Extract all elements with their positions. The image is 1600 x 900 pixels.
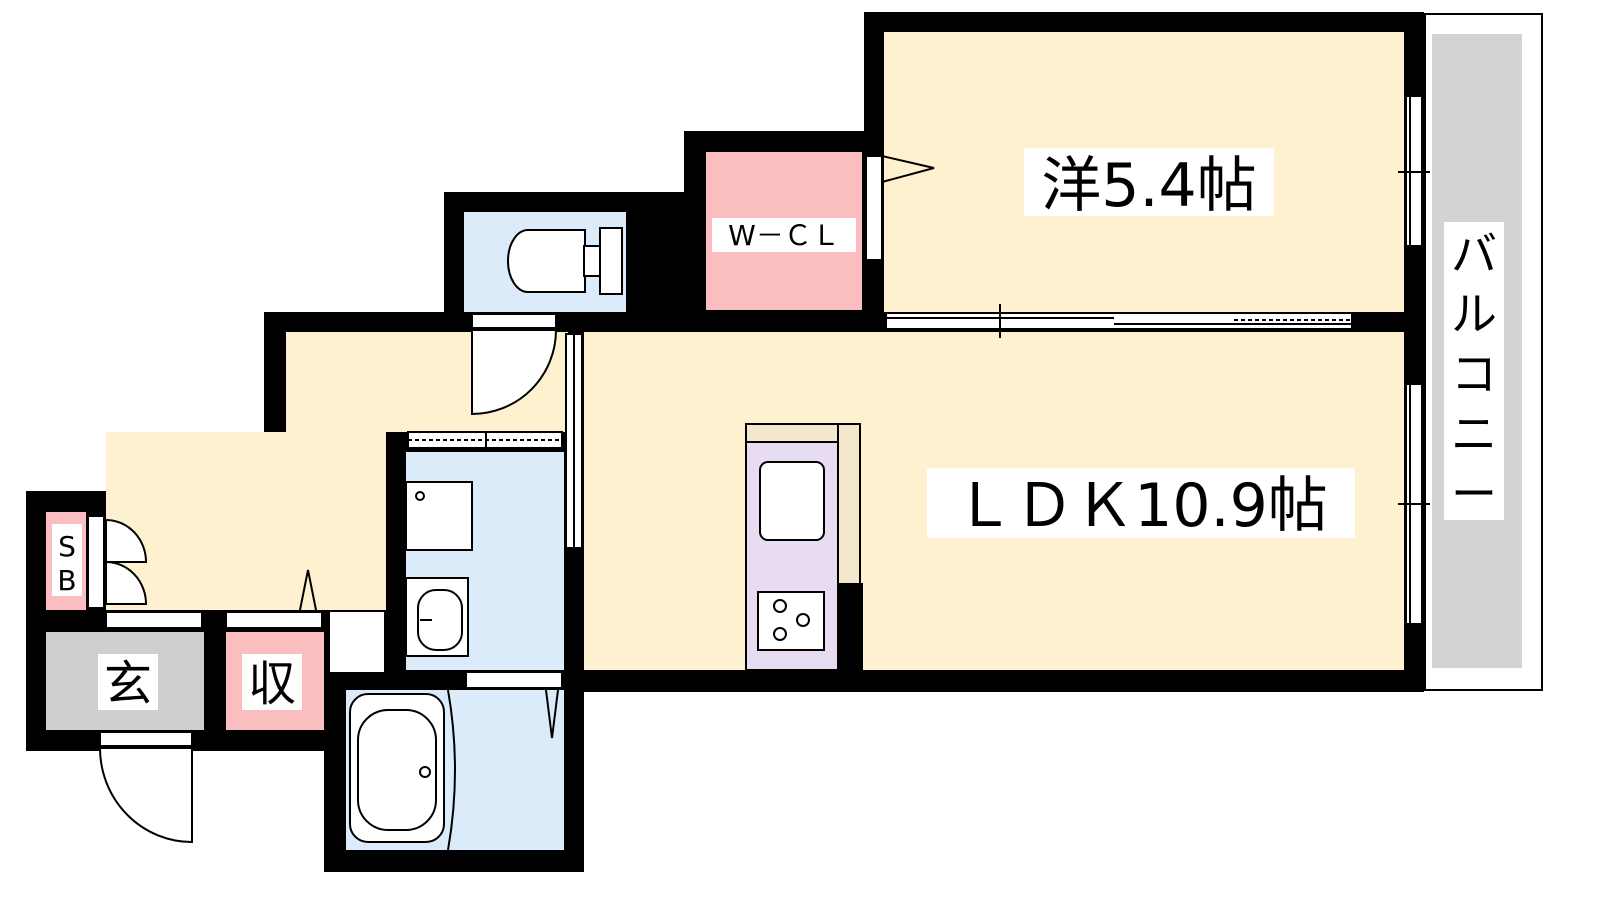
balcony-label-char-1: バ [1451, 227, 1497, 281]
room-labels: 洋5.4帖 ＬＤＫ10.9帖 W－ＣＬ 玄 収 S B [52, 148, 1355, 712]
bathroom-door [465, 671, 563, 689]
shoe-box-door-top [105, 518, 148, 563]
balcony: バ ル コ ニ ー [1424, 13, 1543, 691]
shoe-box-label-top: S [58, 530, 76, 563]
balcony-label-char-4: ニ [1451, 407, 1497, 461]
western-label-bg [1024, 148, 1274, 216]
shoe-box-frame [87, 515, 105, 609]
entrance-label: 玄 [104, 656, 152, 712]
storage-door [225, 611, 323, 629]
storage-label-bg [242, 654, 302, 710]
walk-in-closet-label: W－ＣＬ [728, 219, 840, 252]
shoe-box-label-bottom: B [57, 564, 76, 597]
ldk-label-bg [927, 468, 1355, 538]
toilet-fixture [507, 227, 623, 295]
washer-pan [405, 481, 473, 551]
balcony-label-bg [1444, 222, 1504, 520]
closet-door [865, 155, 883, 261]
bathroom-door-swing [545, 689, 559, 739]
storage-label: 収 [248, 656, 296, 712]
storage-door-swing [299, 569, 317, 611]
balcony-label-char-3: コ [1451, 347, 1497, 401]
door-swings [87, 313, 558, 844]
wash-basin [405, 577, 469, 657]
western-room-label: 洋5.4帖 [1041, 151, 1256, 221]
sliding-door-western-ldk [885, 312, 1353, 330]
entrance-door [99, 731, 193, 747]
shoe-box-label-bg [52, 524, 82, 596]
kitchen-stove [757, 591, 825, 651]
openings [99, 95, 1430, 747]
closet-door-swing [881, 155, 935, 183]
shoe-box-door-bottom [105, 560, 148, 605]
toilet-door-swing [471, 329, 558, 416]
bathtub [349, 689, 456, 851]
hall-floor-mid [286, 332, 384, 610]
toilet-door-frame [471, 313, 557, 329]
balcony-label-char-5: ー [1451, 467, 1497, 521]
ldk-label: ＬＤＫ10.9帖 [954, 471, 1328, 541]
entrance-step [105, 611, 203, 629]
entrance-label-bg [98, 654, 158, 710]
fixtures [349, 227, 863, 851]
kitchen-sink [759, 461, 825, 541]
kitchen-counter [745, 423, 863, 671]
balcony-label-char-2: ル [1451, 287, 1497, 341]
front-door-swing [98, 747, 193, 844]
closet-label-bg [712, 218, 856, 252]
